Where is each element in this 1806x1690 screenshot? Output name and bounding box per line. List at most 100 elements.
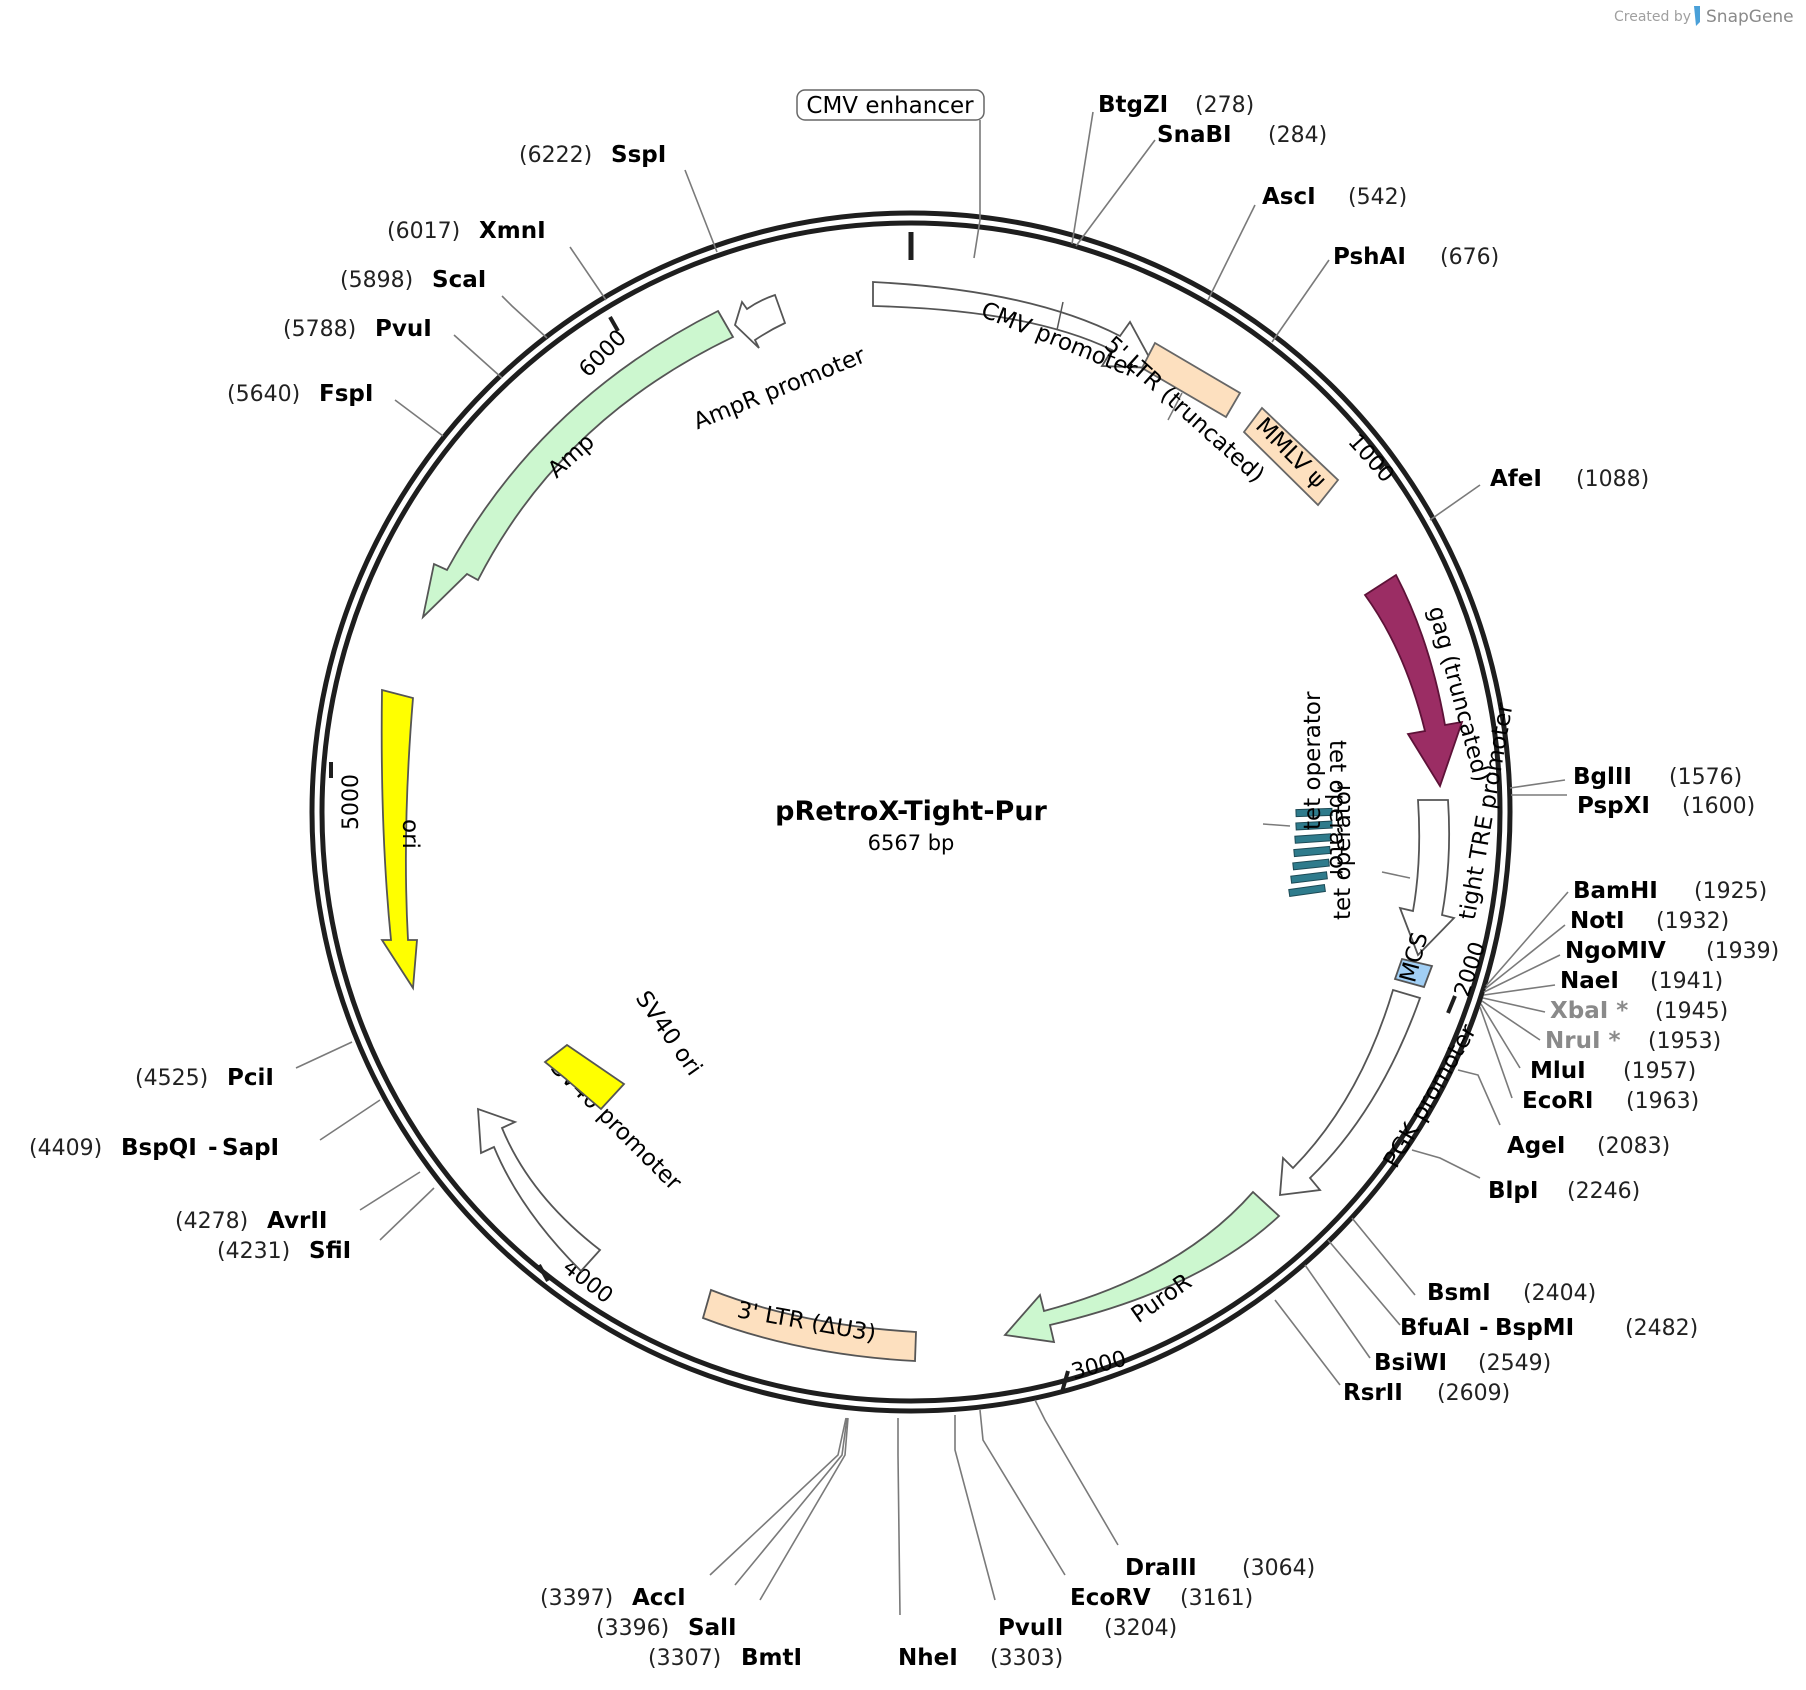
enzyme-avrii[interactable]: AvrII (267, 1208, 327, 1234)
enzyme-mlui-pos: (1957) (1623, 1059, 1696, 1084)
enzyme-snabi[interactable]: SnaBI (1157, 122, 1232, 148)
enzyme-pcii[interactable]: PciI (227, 1065, 274, 1091)
snapgene-brand: SnapGene (1706, 7, 1794, 27)
enzyme-fspi[interactable]: FspI (319, 381, 373, 407)
enzyme-sapi[interactable]: SapI (222, 1135, 279, 1161)
enzyme-nhei[interactable]: NheI (898, 1645, 958, 1671)
enzyme-bsiwi[interactable]: BsiWI (1374, 1350, 1447, 1376)
enzyme-bspqi[interactable]: BspQI (121, 1135, 197, 1161)
enzyme-pspxi-pos: (1600) (1682, 794, 1755, 819)
enzyme-pair-dash: - (1479, 1315, 1489, 1341)
mcs-feature[interactable] (1393, 957, 1434, 989)
enzyme-afei[interactable]: AfeI (1490, 466, 1542, 492)
tet-operator-label-1: tet operator (1324, 740, 1350, 879)
enzyme-sspi[interactable]: SspI (611, 142, 666, 168)
enzyme-pshai-pos: (676) (1440, 245, 1499, 270)
enzyme-bsmi[interactable]: BsmI (1427, 1280, 1491, 1306)
enzyme-xmni[interactable]: XmnI (479, 218, 546, 244)
tet-operator-bar (1295, 807, 1333, 818)
enzyme-bfuai[interactable]: BfuAI (1400, 1315, 1470, 1341)
enzyme-xbai[interactable]: XbaI * (1550, 998, 1628, 1024)
ltr5-feature[interactable] (1140, 341, 1242, 419)
enzyme-acci[interactable]: AccI (632, 1585, 686, 1611)
draiii-leader (1034, 1399, 1119, 1546)
enzyme-bmti-pos: (3307) (648, 1646, 721, 1671)
bglii-leader (1509, 779, 1566, 789)
enzyme-scai[interactable]: ScaI (432, 267, 486, 293)
enzyme-bspmi[interactable]: BspMI (1495, 1315, 1574, 1341)
ltr3-feature[interactable] (701, 1288, 917, 1362)
agei-leader (1457, 1069, 1501, 1126)
enzyme-rsrii[interactable]: RsrII (1343, 1380, 1403, 1406)
ampr-promoter-label: AmpR promoter (690, 342, 870, 435)
enzyme-avrii-pos: (4278) (175, 1209, 248, 1234)
enzyme-ecori-pos: (1963) (1626, 1089, 1699, 1114)
mcs-leaders (1479, 891, 1569, 1099)
ngomiv-leader (1483, 954, 1561, 993)
amp-arrow[interactable] (421, 309, 735, 620)
sv40-promoter-arrow[interactable] (477, 1107, 602, 1273)
mmlv-psi-label: MMLV ψ (1250, 413, 1331, 494)
enzyme-ngomiv[interactable]: NgoMIV (1565, 938, 1666, 964)
ltr5-label: 5' LTR (truncated) (1099, 331, 1269, 488)
enzyme-xbai-pos: (1945) (1655, 999, 1728, 1024)
enzyme-sali[interactable]: SalI (688, 1615, 737, 1641)
enzyme-pvui[interactable]: PvuI (375, 316, 432, 342)
gag-truncated-arrow[interactable] (1363, 573, 1464, 789)
enzyme-blpi-pos: (2246) (1567, 1179, 1640, 1204)
sali-leader (734, 1417, 848, 1586)
enzyme-draiii-pos: (3064) (1242, 1556, 1315, 1581)
pgk-promoter-arrow[interactable] (1279, 988, 1422, 1197)
enzyme-nrui[interactable]: NruI * (1545, 1028, 1621, 1054)
tet-operator-bars[interactable] (1288, 807, 1333, 898)
enzyme-bmti[interactable]: BmtI (741, 1645, 802, 1671)
enzyme-asci[interactable]: AscI (1262, 184, 1316, 210)
backbone-outer-ring (309, 210, 1513, 1414)
enzyme-bglii[interactable]: BglII (1573, 764, 1632, 790)
enzyme-asci-pos: (542) (1348, 185, 1407, 210)
puror-arrow[interactable] (1003, 1190, 1281, 1344)
enzyme-pvui-pos: (5788) (283, 317, 356, 342)
acci-leader (709, 1417, 847, 1576)
enzyme-mlui[interactable]: MluI (1530, 1058, 1586, 1084)
enzyme-btgzi-pos: (278) (1195, 93, 1254, 118)
sfii-leader (379, 1187, 435, 1241)
bspqi-leader (319, 1099, 381, 1141)
enzyme-ecori[interactable]: EcoRI (1522, 1088, 1593, 1114)
enzyme-ecorv[interactable]: EcoRV (1070, 1585, 1151, 1611)
enzyme-labels: BtgZI (278) SnaBI (284) AscI (542) PshAI… (29, 92, 1779, 1671)
enzyme-noti-pos: (1932) (1656, 909, 1729, 934)
enzyme-pvuii[interactable]: PvuII (998, 1615, 1063, 1641)
tick-6000 (608, 316, 620, 332)
enzyme-pshai[interactable]: PshAI (1333, 244, 1406, 270)
enzyme-btgzi[interactable]: BtgZI (1098, 92, 1168, 118)
enzyme-naei-pos: (1941) (1650, 969, 1723, 994)
enzyme-blpi[interactable]: BlpI (1488, 1178, 1538, 1204)
enzyme-bamhi[interactable]: BamHI (1573, 878, 1658, 904)
ecorv-leader (979, 1409, 1066, 1576)
ori-arrow[interactable] (380, 688, 418, 991)
tight-tre-promoter-arrow[interactable] (1398, 799, 1456, 957)
enzyme-draiii[interactable]: DraIII (1125, 1555, 1197, 1581)
enzyme-sspi-pos: (6222) (519, 143, 592, 168)
enzyme-ngomiv-pos: (1939) (1706, 939, 1779, 964)
snapgene-logo-icon (1694, 6, 1700, 26)
enzyme-agei[interactable]: AgeI (1507, 1133, 1565, 1159)
sv40-ori-feature[interactable] (543, 1043, 626, 1111)
nrui-leader (1481, 1000, 1541, 1041)
enzyme-noti[interactable]: NotI (1570, 908, 1625, 934)
ecori-leader (1479, 1006, 1513, 1099)
tet-operator-bar (1294, 833, 1332, 844)
enzyme-sfii[interactable]: SfiI (309, 1238, 351, 1264)
naei-leader (1483, 984, 1556, 996)
bsiwi-leader (1304, 1264, 1371, 1359)
enzyme-pspxi[interactable]: PspXI (1577, 793, 1650, 819)
snabi-leader (1075, 139, 1156, 247)
mmlv-psi-feature[interactable] (1242, 406, 1340, 507)
enzyme-acci-pos: (3397) (540, 1586, 613, 1611)
avrii-leader (359, 1171, 421, 1211)
enzyme-naei[interactable]: NaeI (1560, 968, 1619, 994)
tre-leader (1381, 871, 1411, 879)
ampr-promoter-arrow[interactable] (733, 293, 787, 349)
pvui-leader (453, 334, 503, 379)
